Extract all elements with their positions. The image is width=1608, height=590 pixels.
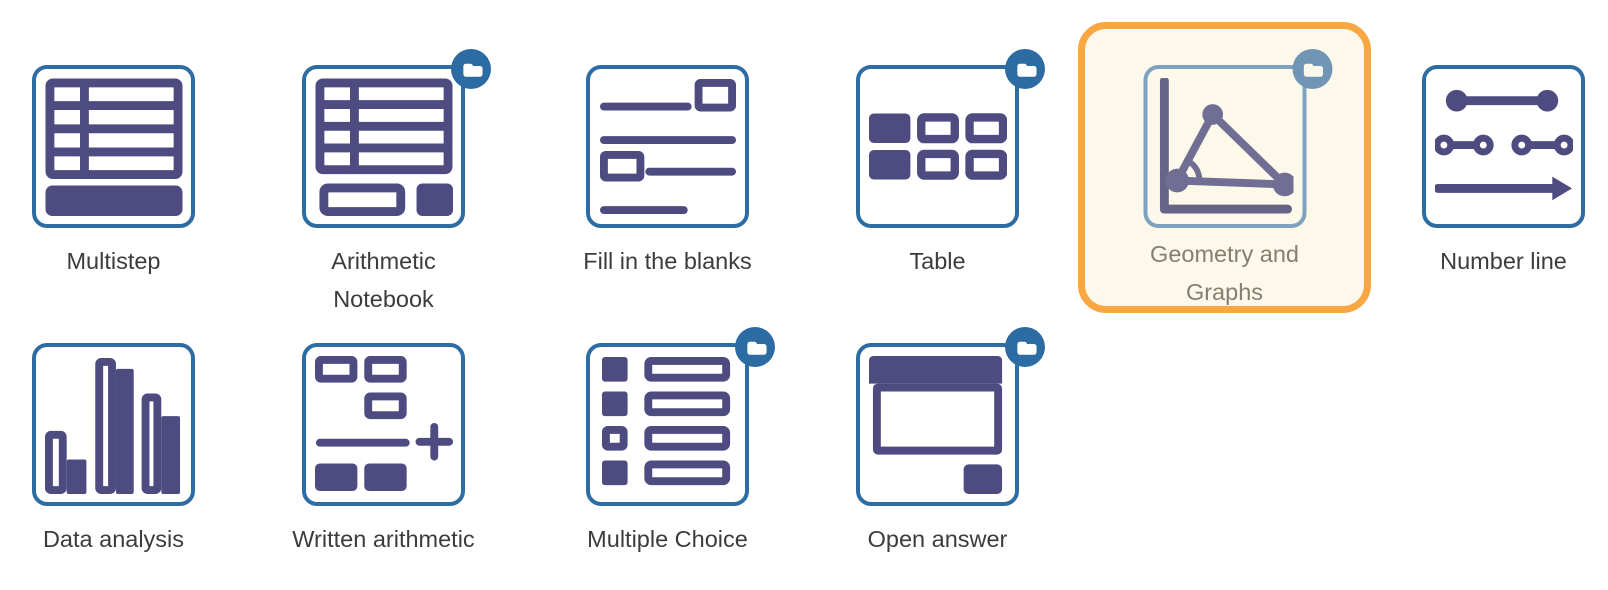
tile-label: Number line	[1440, 248, 1567, 274]
tile-label: Geometry and Graphs	[1150, 241, 1299, 305]
multistep-icon	[44, 77, 183, 216]
folder-icon	[1016, 341, 1037, 355]
folder-icon	[1303, 63, 1324, 77]
folder-icon	[746, 341, 767, 355]
folder-badge	[735, 327, 775, 367]
geometry-graphs-icon	[1143, 49, 1332, 228]
tile-geometry-and-graphs[interactable]: Geometry and Graphs	[1078, 22, 1371, 313]
table-icon	[856, 49, 1045, 228]
written-arithmetic-icon	[314, 355, 453, 491]
tile-label: Data analysis	[42, 526, 185, 552]
folder-icon	[462, 63, 483, 77]
tile-label: Multiple Choice	[587, 526, 748, 552]
tile-multistep[interactable]: Multistep	[32, 65, 195, 274]
geometry-graphs-icon	[1159, 77, 1294, 214]
number-line-icon	[1434, 89, 1573, 200]
number-line-icon	[1422, 65, 1585, 228]
tile-open-answer[interactable]: Open answer	[856, 327, 1045, 552]
arithmetic-notebook-icon	[314, 77, 453, 216]
tile-label: Fill in the blanks	[583, 248, 752, 274]
folder-icon	[1016, 63, 1037, 77]
tile-number-line[interactable]: Number line	[1422, 65, 1585, 274]
tile-label: Open answer	[867, 526, 1008, 552]
fill-in-the-blanks-icon	[599, 78, 736, 214]
multiple-choice-icon	[586, 327, 775, 506]
folder-badge	[1005, 327, 1045, 367]
tile-written-arithmetic[interactable]: Written arithmetic	[292, 343, 475, 552]
multiple-choice-icon	[601, 356, 730, 485]
table-icon	[868, 112, 1007, 180]
fill-in-the-blanks-icon	[586, 65, 749, 228]
tile-fill-in-the-blanks[interactable]: Fill in the blanks	[583, 65, 752, 274]
data-analysis-icon	[32, 343, 195, 506]
tile-label: Written arithmetic	[292, 526, 475, 552]
written-arithmetic-icon	[302, 343, 465, 506]
tile-label: Table	[909, 248, 966, 274]
tile-multiple-choice[interactable]: Multiple Choice	[586, 327, 775, 552]
multistep-icon	[32, 65, 195, 228]
open-answer-icon	[856, 327, 1045, 506]
folder-badge	[451, 49, 491, 89]
data-analysis-icon	[44, 357, 180, 494]
tile-data-analysis[interactable]: Data analysis	[32, 343, 195, 552]
tile-arithmetic-notebook[interactable]: Arithmetic Notebook	[302, 49, 491, 312]
arithmetic-notebook-icon	[302, 49, 491, 228]
tile-label: Arithmetic Notebook	[331, 248, 436, 312]
folder-badge	[1292, 49, 1332, 89]
folder-badge	[1005, 49, 1045, 89]
tile-table[interactable]: Table	[856, 49, 1045, 274]
tile-label: Multistep	[66, 248, 161, 274]
open-answer-icon	[868, 355, 1002, 494]
